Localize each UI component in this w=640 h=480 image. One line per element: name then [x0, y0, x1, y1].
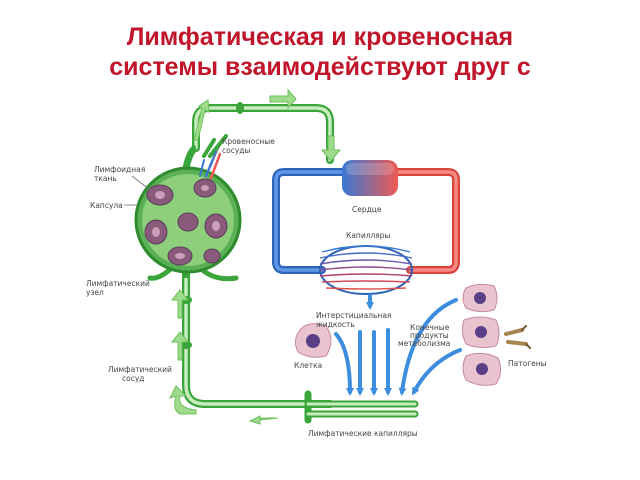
cell-right-3: [462, 352, 502, 386]
heart-shape: [342, 160, 398, 196]
cell-right-1: [462, 283, 498, 313]
label-heart: Сердце: [352, 205, 382, 214]
label-blood-vessels-2: сосуды: [222, 146, 250, 155]
label-lymph-node-1: Лимфатический: [86, 279, 150, 288]
lymph-node: [124, 134, 242, 282]
title-line-2: системы взаимодействуют друг с: [109, 53, 531, 81]
fluid-flow-arrows: [334, 294, 462, 396]
artery-loop: [394, 168, 460, 274]
label-cell: Клетка: [294, 361, 322, 370]
lymph-flow-arrows: [169, 88, 342, 425]
label-capsule: Капсула: [90, 201, 123, 210]
label-lymph-capillaries: Лимфатические капилляры: [308, 429, 418, 438]
lymph-node-follicle-centers: [152, 185, 220, 259]
node-leader-lines: [124, 145, 221, 206]
label-blood-vessels-1: Кровеносные: [222, 137, 275, 146]
label-lymph-vessel-2: сосуд: [122, 374, 144, 383]
lymph-capillaries: [304, 390, 419, 424]
label-interstitial-1: Интерстициальная: [316, 311, 391, 320]
label-end-products-3: метаболизма: [398, 339, 450, 348]
label-lymph-node-2: узел: [86, 288, 104, 297]
blood-circulation: [272, 160, 460, 274]
tissue-cells: [294, 283, 502, 386]
label-capillaries: Капилляры: [346, 231, 391, 240]
label-lymph-vessel-1: Лимфатический: [108, 365, 172, 374]
diagram-labels: Кровеносные сосуды Лимфоидная ткань Капс…: [86, 137, 547, 438]
label-lymphoid-tissue-2: ткань: [94, 174, 117, 183]
title-line-1: Лимфатическая и кровеносная: [126, 23, 514, 51]
label-interstitial-2: жидкость: [316, 320, 355, 329]
label-lymphoid-tissue-1: Лимфоидная: [94, 165, 145, 174]
pathogens-icon: [504, 325, 531, 349]
lymphatic-system: [169, 88, 419, 425]
label-end-products-2: продукты: [410, 331, 449, 340]
capillary-bed: [319, 245, 413, 295]
cell-left: [294, 323, 332, 358]
slide-title: Лимфатическая и кровеносная системы взаи…: [0, 22, 640, 82]
label-end-products-1: Конечные: [410, 323, 450, 332]
node-blood-vessels: [199, 150, 222, 180]
cell-right-2: [461, 316, 500, 349]
label-pathogens: Патогены: [508, 359, 547, 368]
